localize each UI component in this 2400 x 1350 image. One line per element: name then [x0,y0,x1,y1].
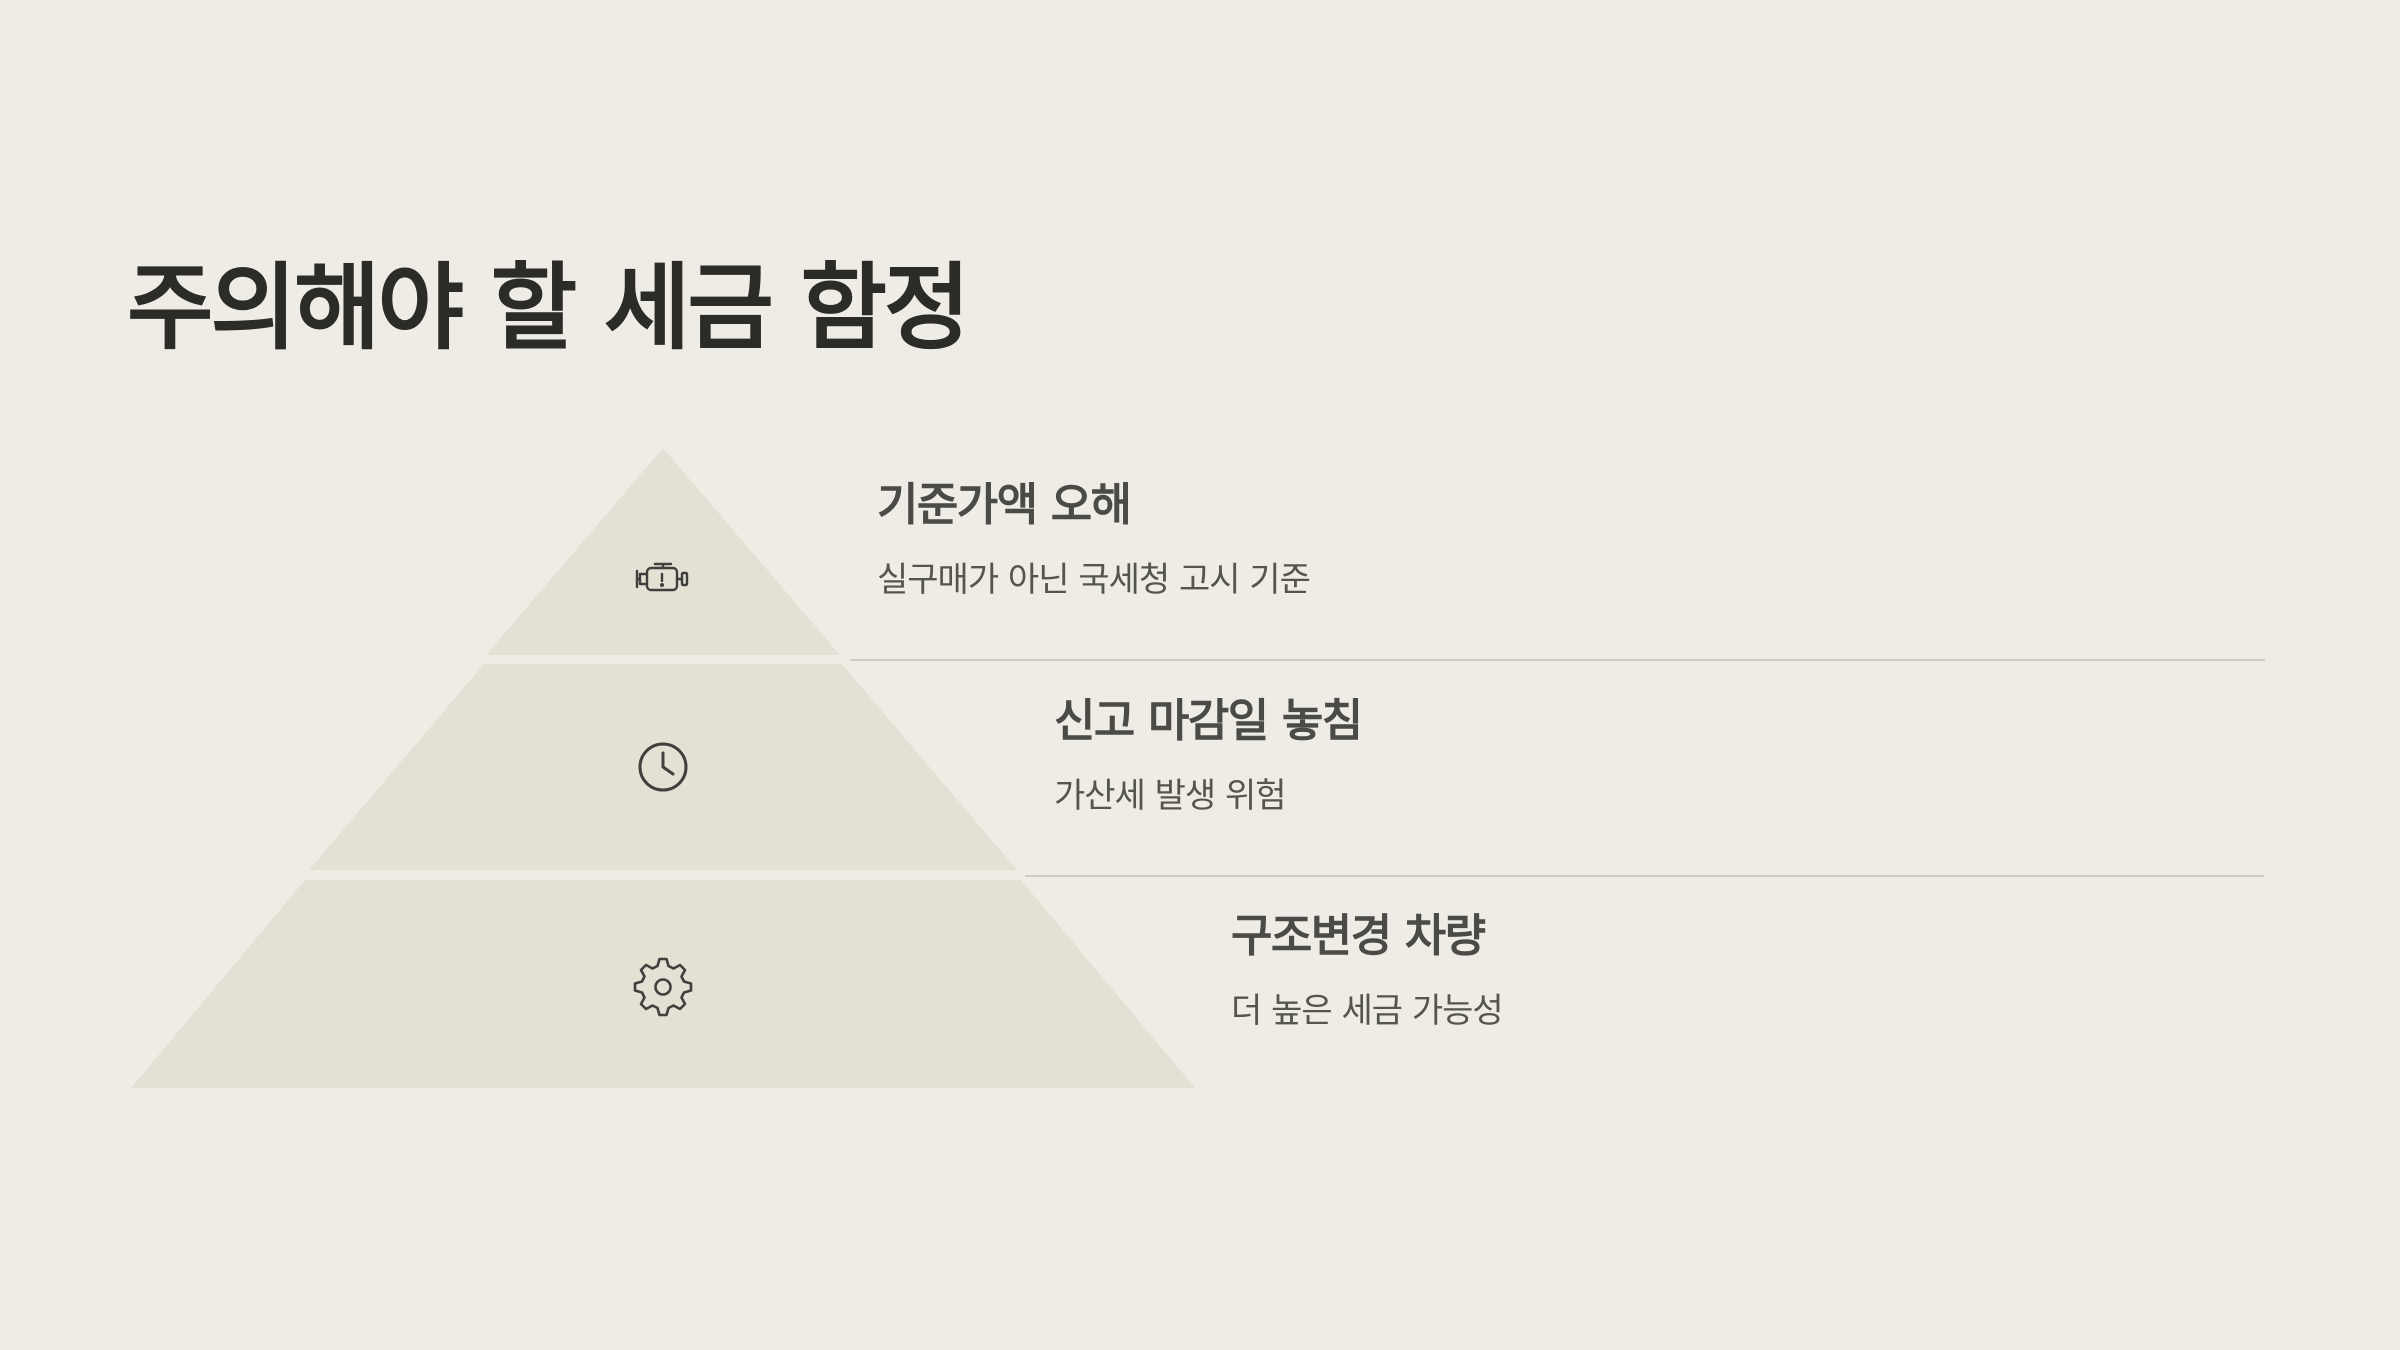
pyramid-tier-1 [486,448,840,655]
page-title: 주의해야 할 세금 함정 [127,254,970,363]
tier-1-text: 기준가액 오해 실구매가 아닌 국세청 고시 기준 [877,478,1311,601]
tier-2-description: 가산세 발생 위험 [1054,776,1287,816]
clock-icon [638,742,688,792]
engine-icon [635,562,689,592]
gear-icon [633,957,693,1017]
tier-1-title: 기준가액 오해 [877,478,1132,531]
tier-2-text: 신고 마감일 놓침 가산세 발생 위험 [1054,694,1363,817]
tier-3-description: 더 높은 세금 가능성 [1231,991,1504,1031]
tier-1-description: 실구매가 아닌 국세청 고시 기준 [877,560,1311,600]
pyramid-tier-3 [131,880,1195,1088]
tier-2-title: 신고 마감일 놓침 [1054,694,1363,747]
tier-3-text: 구조변경 차량 더 높은 세금 가능성 [1231,909,1504,1032]
tier-3-title: 구조변경 차량 [1231,909,1486,962]
